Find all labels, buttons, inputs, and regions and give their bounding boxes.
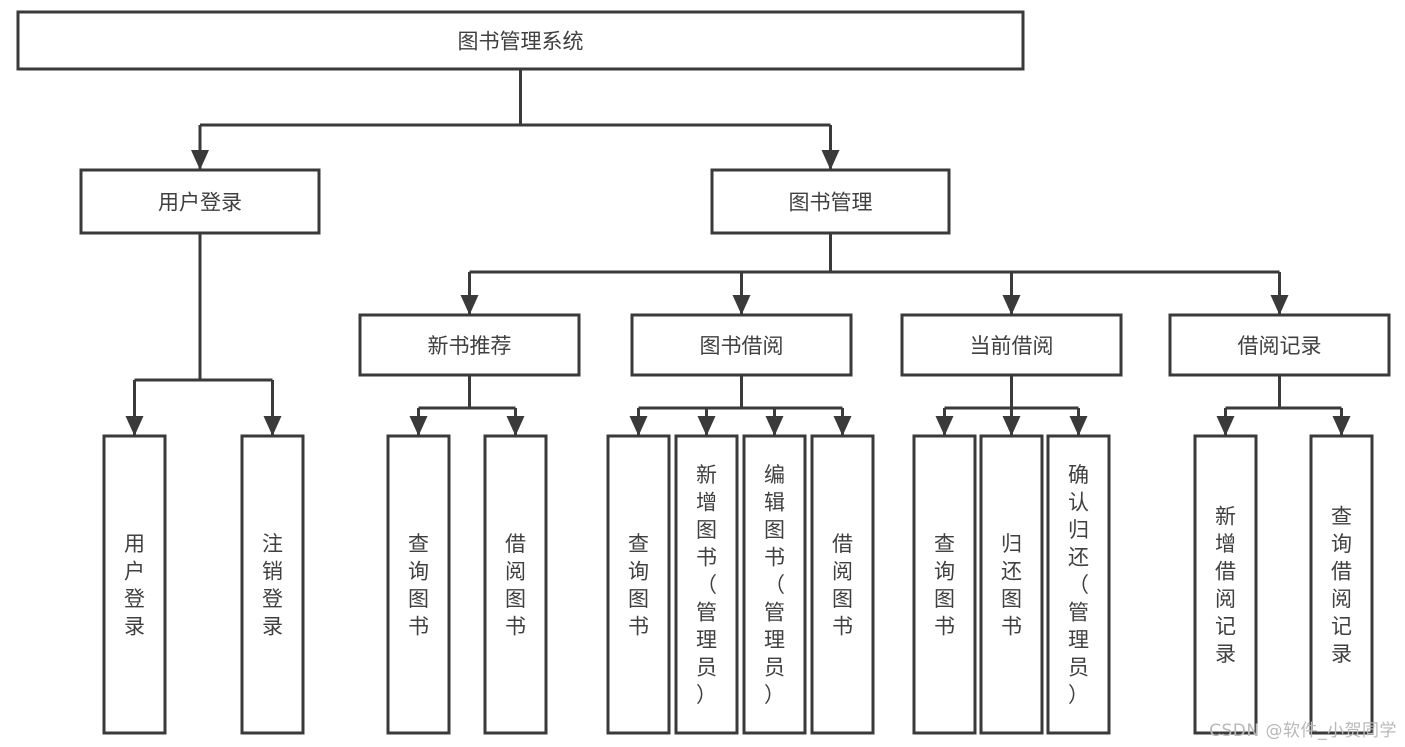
connector-layer: [125, 69, 1351, 436]
node-box-root: [16, 10, 1025, 71]
node-label-leaf-borrow-book-1: 借阅图书: [505, 532, 526, 639]
node-box-book-borrow: [630, 313, 853, 377]
arrow-icon-leaf-borrow-book-1: [506, 416, 525, 436]
node-box-leaf-borrow-book-1: [483, 434, 548, 735]
node-book-manage[interactable]: 图书管理: [710, 168, 951, 235]
node-leaf-user-logout[interactable]: 注销登录: [240, 434, 305, 735]
node-leaf-borrow-book-1[interactable]: 借阅图书: [483, 434, 548, 735]
node-box-leaf-confirm-return: [1046, 434, 1111, 735]
node-label-leaf-borrow-book-2: 借阅图书: [832, 532, 853, 639]
node-box-leaf-query-book-1: [386, 434, 451, 735]
arrow-icon-book-manage: [821, 150, 840, 170]
node-box-leaf-add-book: [674, 434, 739, 735]
arrow-icon-leaf-borrow-book-2: [833, 416, 852, 436]
node-label-leaf-return-book: 归还图书: [1001, 532, 1022, 639]
arrow-icon-user-login: [191, 150, 209, 170]
arrow-icon-leaf-add-record: [1216, 416, 1235, 436]
node-box-user-login: [79, 168, 321, 235]
arrow-icon-leaf-user-logout: [263, 416, 282, 436]
node-label-leaf-query-book-3: 查询图书: [934, 532, 955, 639]
node-layer: 图书管理系统用户登录图书管理新书推荐图书借阅当前借阅借阅记录用户登录注销登录查询…: [16, 10, 1391, 735]
arrow-icon-leaf-return-book: [1002, 416, 1021, 436]
node-box-leaf-user-logout: [240, 434, 305, 735]
node-label-leaf-add-record: 新增借阅记录: [1215, 504, 1236, 666]
node-root[interactable]: 图书管理系统: [16, 10, 1025, 71]
node-leaf-edit-book[interactable]: 编辑图书（管理员）: [742, 434, 807, 735]
node-label-user-login: 用户登录: [158, 191, 242, 215]
node-borrow-record[interactable]: 借阅记录: [1168, 313, 1391, 377]
node-leaf-query-book-1[interactable]: 查询图书: [386, 434, 451, 735]
arrow-icon-book-borrow: [732, 295, 751, 315]
arrow-icon-leaf-query-book-3: [935, 416, 954, 436]
node-box-leaf-query-book-3: [912, 434, 977, 735]
node-leaf-confirm-return[interactable]: 确认归还（管理员）: [1046, 434, 1111, 735]
node-label-book-borrow: 图书借阅: [700, 334, 784, 358]
arrow-icon-leaf-confirm-return: [1069, 416, 1088, 436]
arrow-icon-new-book-recommend: [460, 295, 479, 315]
node-label-leaf-add-book: 新增图书（管理员）: [696, 463, 717, 707]
node-box-leaf-query-record: [1309, 434, 1374, 735]
node-label-leaf-user-login: 用户登录: [124, 532, 145, 639]
node-leaf-return-book[interactable]: 归还图书: [979, 434, 1044, 735]
node-book-borrow[interactable]: 图书借阅: [630, 313, 853, 377]
node-label-new-book-recommend: 新书推荐: [428, 334, 512, 358]
arrow-icon-leaf-query-book-2: [629, 416, 648, 436]
node-label-book-manage: 图书管理: [789, 191, 873, 215]
node-label-leaf-edit-book: 编辑图书（管理员）: [764, 463, 785, 707]
node-current-borrow[interactable]: 当前借阅: [900, 313, 1123, 377]
node-leaf-user-login[interactable]: 用户登录: [102, 434, 167, 735]
node-label-leaf-query-record: 查询借阅记录: [1331, 504, 1352, 666]
node-label-leaf-user-logout: 注销登录: [262, 532, 283, 639]
node-box-leaf-user-login: [102, 434, 167, 735]
arrow-icon-borrow-record: [1270, 295, 1289, 315]
arrow-icon-leaf-edit-book: [765, 416, 784, 436]
arrow-icon-leaf-user-login: [125, 416, 144, 436]
arrow-icon-leaf-add-book: [697, 416, 716, 436]
node-new-book-recommend[interactable]: 新书推荐: [358, 313, 581, 377]
node-label-root: 图书管理系统: [458, 30, 584, 54]
node-box-leaf-return-book: [979, 434, 1044, 735]
node-leaf-add-record[interactable]: 新增借阅记录: [1193, 434, 1258, 735]
node-label-current-borrow: 当前借阅: [970, 334, 1054, 358]
node-box-leaf-edit-book: [742, 434, 807, 735]
node-box-book-manage: [710, 168, 951, 235]
node-box-leaf-add-record: [1193, 434, 1258, 735]
arrow-icon-leaf-query-book-1: [409, 416, 428, 436]
node-user-login[interactable]: 用户登录: [79, 168, 321, 235]
node-box-leaf-borrow-book-2: [810, 434, 875, 735]
node-leaf-query-book-3[interactable]: 查询图书: [912, 434, 977, 735]
node-box-borrow-record: [1168, 313, 1391, 377]
node-leaf-query-book-2[interactable]: 查询图书: [606, 434, 671, 735]
node-label-borrow-record: 借阅记录: [1238, 334, 1322, 358]
arrow-icon-current-borrow: [1002, 295, 1021, 315]
node-label-leaf-query-book-1: 查询图书: [408, 532, 429, 639]
node-leaf-add-book[interactable]: 新增图书（管理员）: [674, 434, 739, 735]
node-label-leaf-confirm-return: 确认归还（管理员）: [1068, 463, 1089, 707]
node-box-current-borrow: [900, 313, 1123, 377]
node-box-leaf-query-book-2: [606, 434, 671, 735]
watermark-label: CSDN @软件_小贺同学: [1209, 721, 1397, 741]
node-leaf-query-record[interactable]: 查询借阅记录: [1309, 434, 1374, 735]
arrow-icon-leaf-query-record: [1332, 416, 1351, 436]
node-leaf-borrow-book-2[interactable]: 借阅图书: [810, 434, 875, 735]
node-label-leaf-query-book-2: 查询图书: [628, 532, 649, 639]
node-box-new-book-recommend: [358, 313, 581, 377]
